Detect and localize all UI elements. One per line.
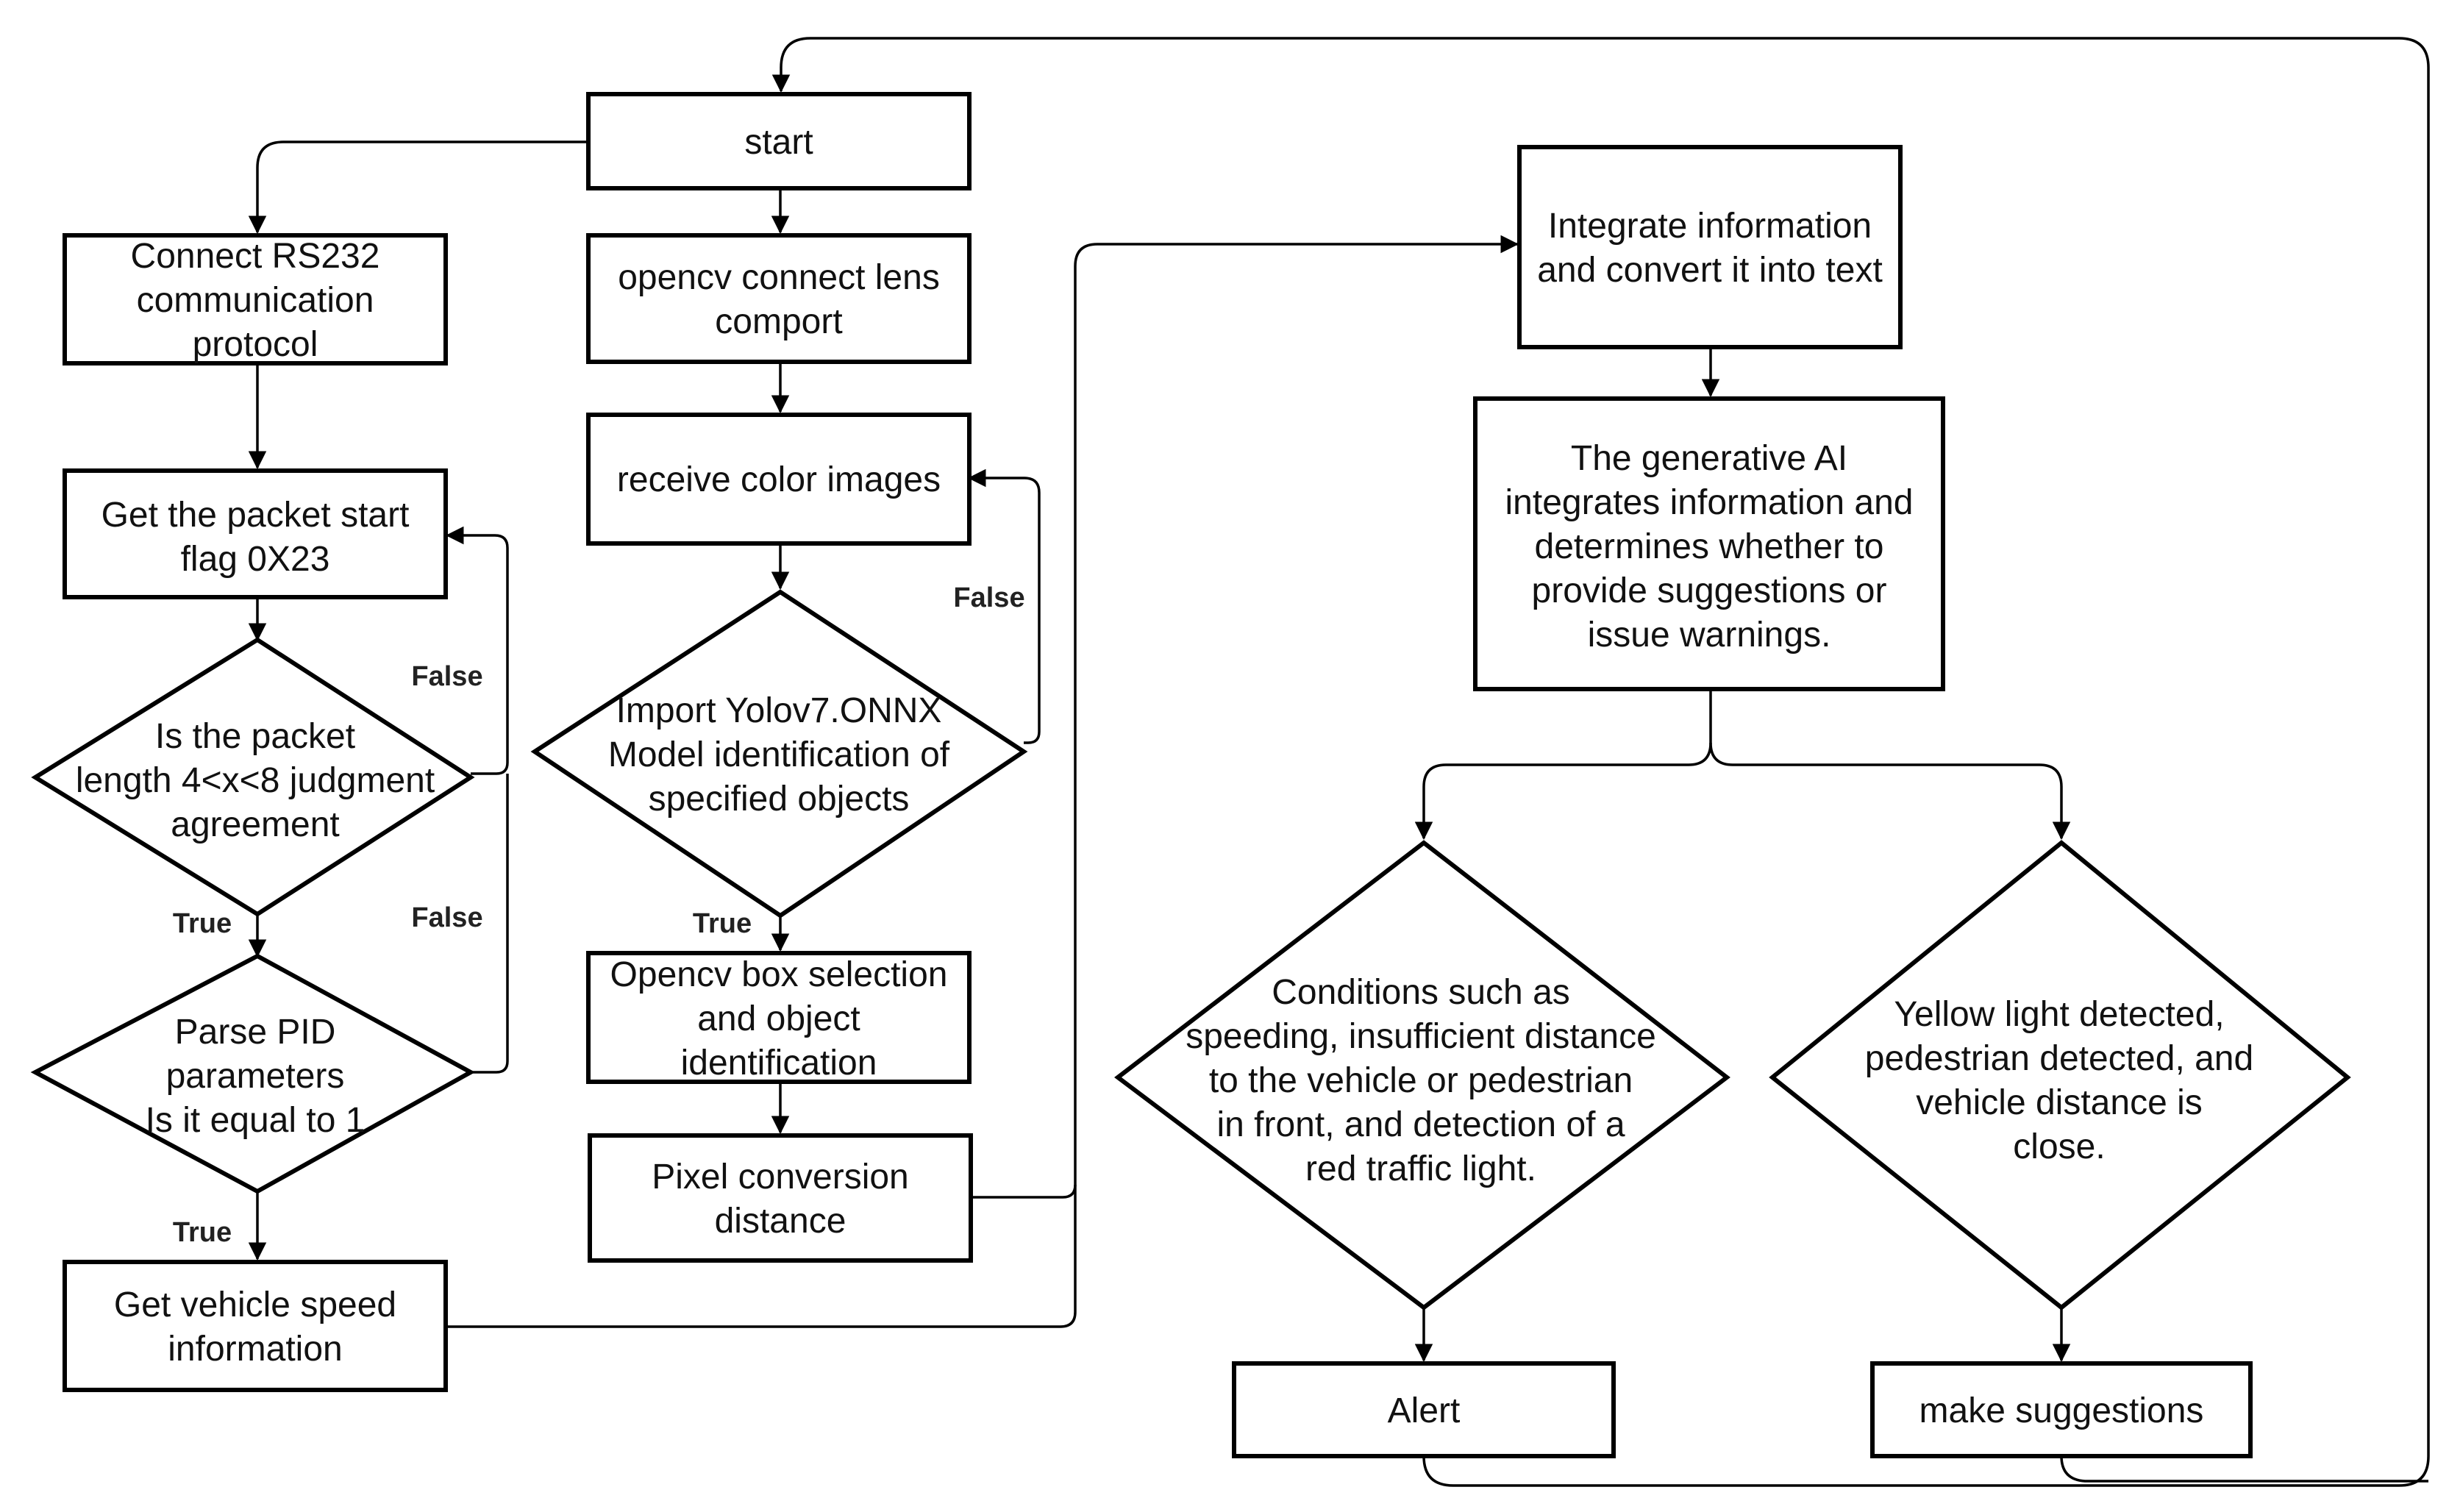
edge-vehicle-speed-to-integrate xyxy=(445,235,1519,1328)
node-label-line: to the vehicle or pedestrian xyxy=(1209,1061,1633,1100)
edges xyxy=(248,37,2430,1487)
node-label-line: protocol xyxy=(193,325,318,364)
node-yolo-decision: Import Yolov7.ONNX Model identification o… xyxy=(530,589,1028,919)
node-label-line: and object xyxy=(697,999,860,1038)
node-parse-pid-decision: Parse PID parameters Is it equal to 1 xyxy=(30,953,476,1194)
node-label-line: red traffic light. xyxy=(1305,1149,1536,1188)
node-label-line: Yellow light detected, xyxy=(1894,995,2224,1034)
svg-text:Alert: Alert xyxy=(1388,1391,1461,1430)
edge-labels: False False True True False True xyxy=(173,582,1025,1248)
svg-text:start: start xyxy=(744,123,813,162)
node-make-suggestions: make suggestions xyxy=(1870,1361,2253,1458)
node-label-line: distance xyxy=(715,1202,846,1241)
node-label-line: integrates information and xyxy=(1505,483,1914,522)
node-label-line: make suggestions xyxy=(1919,1391,2204,1430)
node-packet-start: Get the packet start flag 0X23 xyxy=(63,468,448,599)
node-label-line: Conditions such as xyxy=(1272,973,1570,1012)
label-yolo-true: True xyxy=(693,908,752,939)
node-label-line: Opencv box selection xyxy=(610,955,948,994)
node-label-line: communication xyxy=(137,281,374,320)
edge-pixel-to-integrate xyxy=(971,1184,1077,1199)
node-pixel-distance: Pixel conversion distance xyxy=(588,1133,973,1263)
svg-text:receive color images: receive color images xyxy=(617,460,941,499)
node-label-line: determines whether to xyxy=(1535,527,1884,566)
node-conditions-decision: Conditions such as speeding, insufficient… xyxy=(1114,840,1730,1310)
node-opencv-lens: opencv connect lens comport xyxy=(586,233,972,364)
node-generative-ai: The generative AI integrates information … xyxy=(1473,396,1945,691)
label-pid-true: True xyxy=(173,1217,232,1248)
node-label-line: Connect RS232 xyxy=(131,237,380,276)
node-label-line: Pixel conversion xyxy=(652,1158,909,1197)
node-label-line: start xyxy=(744,123,813,162)
node-label-line: agreement xyxy=(171,805,339,844)
edge-loop-suggestions-to-start xyxy=(2060,1455,2428,1483)
node-label-line: Model identification of xyxy=(608,735,950,774)
node-integrate: Integrate information and convert it into… xyxy=(1517,145,1903,349)
node-label-line: Alert xyxy=(1388,1391,1461,1430)
edge-start-to-rs232 xyxy=(248,140,588,235)
node-alert: Alert xyxy=(1232,1361,1616,1458)
node-label-line: and convert it into text xyxy=(1537,251,1883,290)
node-label-line: Import Yolov7.ONNX xyxy=(616,691,942,730)
node-label-line: Is it equal to 1 xyxy=(146,1101,366,1140)
edge-yolo-false-to-receive xyxy=(967,468,1041,744)
node-label-line: information xyxy=(168,1330,342,1369)
node-label-line: Integrate information xyxy=(1548,207,1872,246)
edge-loop-alert-to-start xyxy=(771,37,2430,1487)
node-label-line: Get the packet start xyxy=(101,496,410,535)
node-receive-images: receive color images xyxy=(586,413,972,546)
node-label-line: The generative AI xyxy=(1571,439,1847,478)
label-length-false: False xyxy=(411,661,482,692)
node-label-line: close. xyxy=(2013,1127,2105,1166)
node-label-line: in front, and detection of a xyxy=(1216,1105,1625,1144)
edge-pid-false-to-packet-start xyxy=(471,774,509,1074)
node-box-selection: Opencv box selection and object identifica… xyxy=(586,951,972,1084)
node-rs232: Connect RS232 communication protocol xyxy=(63,233,448,365)
node-label-line: identification xyxy=(681,1044,877,1083)
node-label-line: speeding, insufficient distance xyxy=(1186,1017,1656,1056)
node-packet-length-decision: Is the packet length 4<x<8 judgment agreem… xyxy=(31,637,475,917)
node-label-line: comport xyxy=(715,302,842,341)
edge-length-false-to-packet-start xyxy=(445,526,509,775)
node-start: start xyxy=(586,92,972,190)
node-label-line: receive color images xyxy=(617,460,941,499)
node-label-line: Is the packet xyxy=(155,717,355,756)
node-label-line: Parse PID xyxy=(175,1013,336,1052)
node-label-line: opencv connect lens xyxy=(618,258,940,297)
node-label-line: provide suggestions or xyxy=(1532,571,1887,610)
label-yolo-false: False xyxy=(953,582,1024,613)
label-pid-false: False xyxy=(411,902,482,933)
edge-ai-to-conditions xyxy=(1414,690,1712,841)
node-label-line: parameters xyxy=(166,1057,345,1096)
edge-ai-to-yellow xyxy=(1709,742,2071,841)
node-label-line: Get vehicle speed xyxy=(114,1285,396,1324)
svg-text:make suggestions: make suggestions xyxy=(1919,1391,2204,1430)
label-length-true: True xyxy=(173,908,232,939)
node-label-line: specified objects xyxy=(649,780,910,819)
node-vehicle-speed: Get vehicle speed information xyxy=(63,1260,448,1392)
svg-text:Yellow light detected,pedestri: Yellow light detected, pedestrian detecte… xyxy=(1865,995,2253,1166)
node-label-line: flag 0X23 xyxy=(181,540,330,579)
node-label-line: vehicle distance is xyxy=(1916,1083,2203,1122)
node-label-line: issue warnings. xyxy=(1588,616,1831,655)
node-label-line: pedestrian detected, and xyxy=(1865,1039,2253,1078)
node-yellow-decision: Yellow light detected, pedestrian detecte… xyxy=(1769,840,2351,1310)
node-label-line: length 4<x<8 judgment xyxy=(76,761,435,800)
